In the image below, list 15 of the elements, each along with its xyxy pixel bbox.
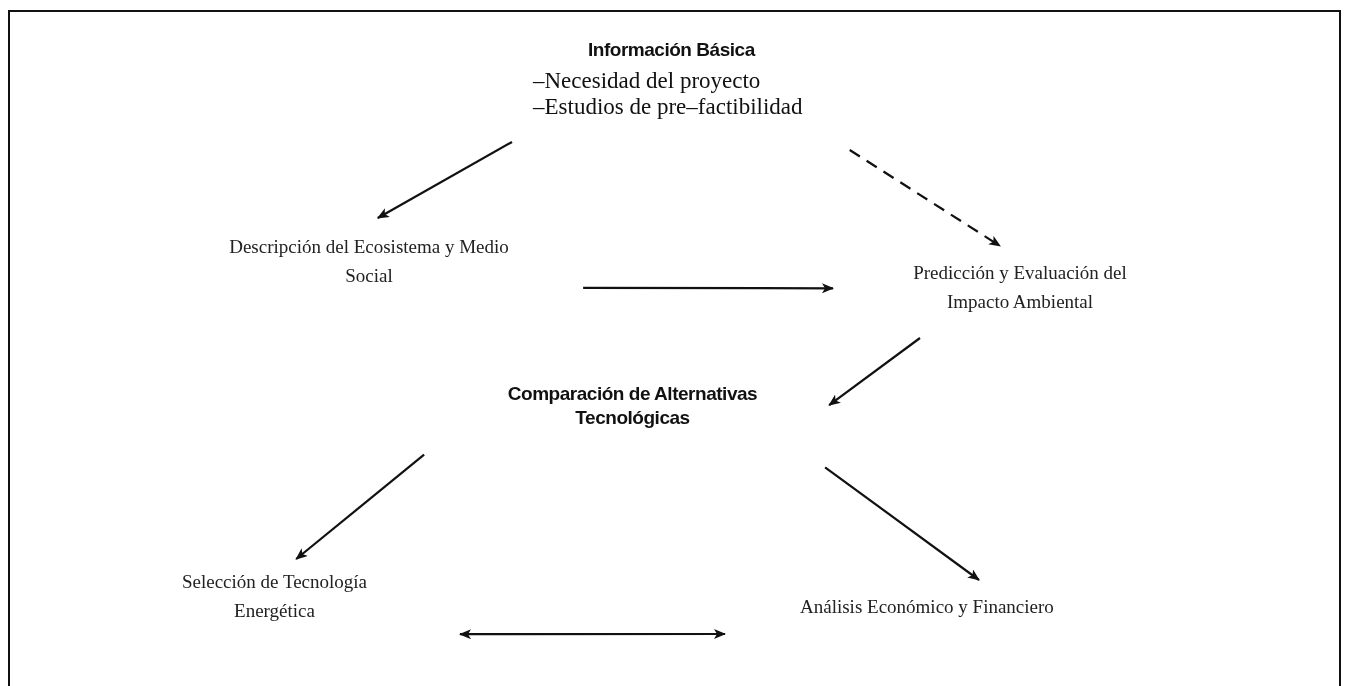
heading: Información Básica bbox=[588, 39, 755, 60]
arrow bbox=[295, 453, 425, 560]
list-item: –Necesidad del proyecto bbox=[533, 68, 761, 93]
double-arrow bbox=[459, 629, 726, 640]
arrow bbox=[828, 337, 921, 407]
node-label: Comparación de Alternativas Tecnológicas bbox=[507, 383, 758, 428]
list-item: –Estudios de pre–factibilidad bbox=[533, 94, 803, 119]
node-label: Predicción y Evaluación del Impacto Ambiental bbox=[913, 262, 1127, 312]
arrow bbox=[583, 283, 834, 294]
arrow bbox=[376, 141, 513, 219]
arrow bbox=[824, 466, 980, 581]
dashed-arrow bbox=[849, 149, 1001, 247]
node-label: Selección de Tecnología Energética bbox=[181, 571, 368, 621]
node-label: Análisis Económico y Financiero bbox=[800, 596, 1054, 617]
node-label: Descripción del Ecosistema y Medio Social bbox=[229, 236, 509, 286]
